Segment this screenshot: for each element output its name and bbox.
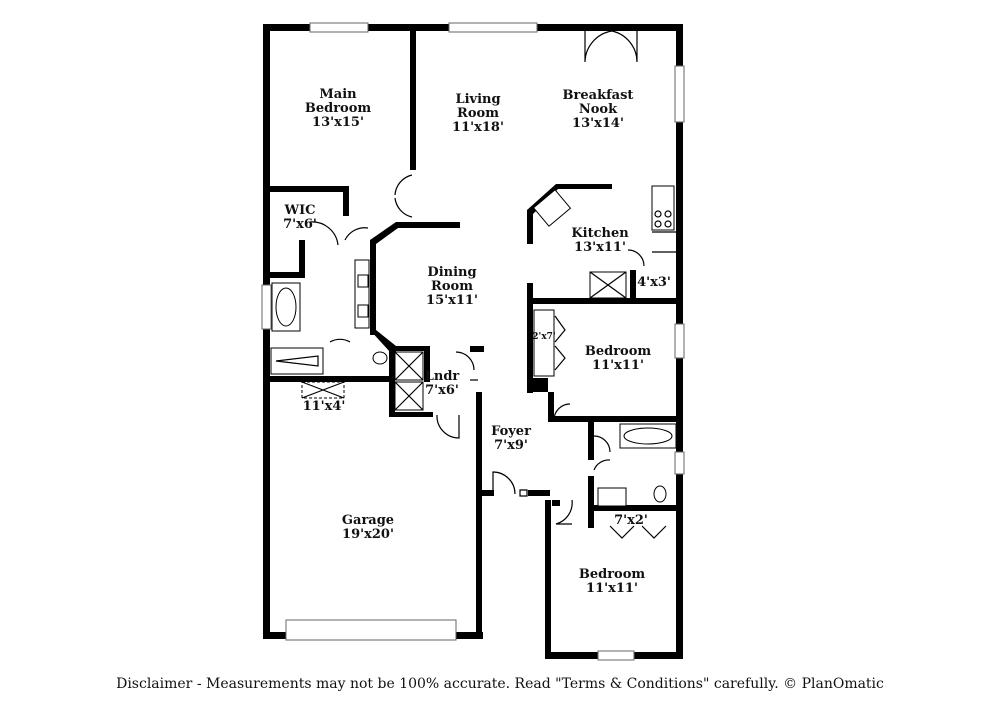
room-name: WIC bbox=[284, 203, 316, 218]
label-main-bedroom: Main Bedroom 13'x15' bbox=[305, 88, 371, 130]
room-name: Bedroom bbox=[584, 344, 652, 359]
room-name: Living bbox=[455, 92, 501, 107]
room-name: Kitchen bbox=[571, 226, 629, 241]
room-dims: 11'x11' bbox=[586, 581, 638, 596]
windows bbox=[261, 22, 685, 661]
fixtures bbox=[270, 185, 677, 507]
label-breakfast-nook: Breakfast Nook 13'x14' bbox=[563, 89, 634, 131]
label-dining-room: Dining Room 15'x11' bbox=[426, 266, 478, 308]
room-name: Foyer bbox=[491, 424, 531, 439]
label-wic: WIC 7'x6' bbox=[283, 204, 317, 232]
room-dims: 13'x15' bbox=[312, 115, 364, 130]
label-bedroom-2: Bedroom 11'x11' bbox=[579, 568, 645, 596]
room-name: Breakfast bbox=[562, 88, 634, 103]
room-name: Nook bbox=[578, 102, 618, 117]
label-kitchen: Kitchen 13'x11' bbox=[571, 227, 628, 255]
label-storage: 11'x4' bbox=[303, 400, 346, 414]
room-name: Bedroom bbox=[578, 567, 646, 582]
room-dims: 11'x4' bbox=[302, 399, 346, 414]
room-dims: 11'x11' bbox=[592, 358, 644, 373]
room-name: Lndr bbox=[424, 369, 460, 384]
label-bedroom-1: Bedroom 11'x11' bbox=[585, 345, 651, 373]
room-dims: 2'x7' bbox=[532, 332, 556, 342]
disclaimer-text: Disclaimer - Measurements may not be 100… bbox=[116, 676, 884, 692]
label-foyer: Foyer 7'x9' bbox=[491, 425, 531, 453]
room-name: Main bbox=[319, 87, 357, 102]
label-small-closet: 2'x7' bbox=[532, 332, 555, 342]
room-name: Room bbox=[457, 106, 499, 121]
label-garage: Garage 19'x20' bbox=[342, 514, 394, 542]
label-living-room: Living Room 11'x18' bbox=[452, 93, 504, 135]
room-name: Bedroom bbox=[304, 101, 372, 116]
label-hall-closet: 7'x2' bbox=[614, 514, 648, 528]
label-pantry: 4'x3' bbox=[637, 276, 671, 290]
room-name: Room bbox=[431, 279, 473, 294]
room-dims: 13'x14' bbox=[572, 116, 624, 131]
room-name: Dining bbox=[427, 265, 477, 280]
room-dims: 19'x20' bbox=[342, 527, 394, 542]
room-dims: 11'x18' bbox=[452, 120, 504, 135]
room-dims: 7'x2' bbox=[614, 513, 648, 528]
interior-walls bbox=[269, 30, 683, 528]
doors bbox=[309, 30, 667, 539]
room-name: Garage bbox=[341, 513, 395, 528]
label-laundry: Lndr 7'x6' bbox=[425, 370, 460, 398]
room-dims: 7'x9' bbox=[494, 438, 528, 453]
room-dims: 4'x3' bbox=[637, 275, 671, 290]
room-dims: 7'x6' bbox=[425, 383, 459, 398]
room-dims: 7'x6' bbox=[283, 217, 317, 232]
room-dims: 13'x11' bbox=[574, 240, 626, 255]
room-dims: 15'x11' bbox=[426, 293, 478, 308]
